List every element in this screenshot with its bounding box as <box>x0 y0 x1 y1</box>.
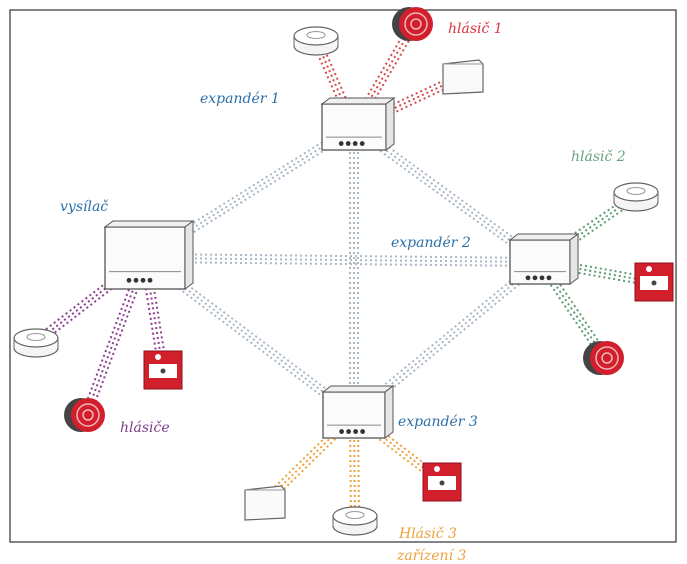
manual-call-point-icon <box>422 462 462 502</box>
smoke-detector-icon <box>293 26 339 56</box>
smoke-detector-icon <box>13 328 59 358</box>
device-link-7 <box>140 257 168 371</box>
smoke-detector-icon <box>332 506 378 536</box>
manual-call-point-icon <box>634 262 674 302</box>
siren-icon <box>583 341 624 375</box>
expander-1-panel-icon <box>320 97 396 151</box>
transmitter-panel-icon <box>103 220 195 290</box>
link-transmitter-expander-2 <box>144 253 541 267</box>
backbone-links <box>141 122 544 419</box>
label-expander-3: expandér 3 <box>398 414 478 430</box>
module-box-icon <box>244 485 286 521</box>
link-expander-1-expander-2 <box>351 122 543 267</box>
expander-3-panel-icon <box>321 385 395 439</box>
siren-icon <box>392 7 433 41</box>
device-link-11 <box>350 411 446 486</box>
expander-2-panel-icon <box>508 233 580 285</box>
label-detectors: hlásiče <box>120 420 170 436</box>
link-expander-1-expander-3 <box>349 127 359 415</box>
label-detector-2: hlásič 2 <box>571 149 626 165</box>
label-expander-2: expandér 2 <box>391 235 471 251</box>
siren-icon <box>64 398 105 432</box>
label-transmitter: vysílač <box>60 199 108 215</box>
label-detector-1: hlásič 1 <box>448 21 503 37</box>
label-detector-3: Hlásič 3 <box>398 526 457 542</box>
module-box-icon <box>442 59 484 95</box>
smoke-detector-icon <box>613 182 659 212</box>
diagram-frame <box>9 9 677 543</box>
label-device-3: zařízení 3 <box>396 548 466 564</box>
link-transmitter-expander-3 <box>141 254 358 419</box>
manual-call-point-icon <box>143 350 183 390</box>
label-expander-1: expandér 1 <box>200 91 280 107</box>
